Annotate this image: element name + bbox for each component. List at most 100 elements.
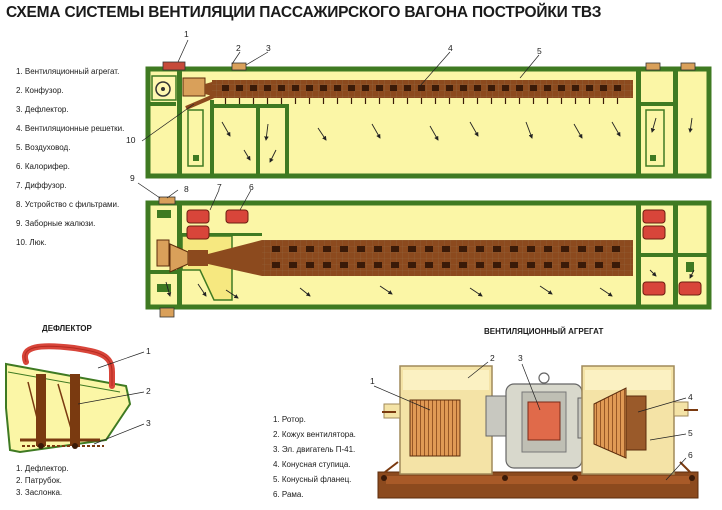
vent-grille [442, 262, 450, 268]
legend-item: 6. Калорифер. [16, 162, 70, 171]
airflow-arrow [221, 121, 231, 137]
airflow-arrow [611, 121, 621, 137]
vent-grille [614, 85, 621, 91]
vent-grille [442, 246, 450, 252]
vent-grille [306, 246, 314, 252]
vent-grille [527, 262, 535, 268]
vent-grille [544, 262, 552, 268]
vent-grille [264, 85, 271, 91]
vent-grille [272, 246, 280, 252]
vent-grille [408, 262, 416, 268]
callout-label: 2 [146, 386, 151, 396]
vent-grille [348, 85, 355, 91]
vent-grille [425, 262, 433, 268]
callout-label: 6 [249, 182, 254, 192]
vent-grille [391, 262, 399, 268]
airflow-arrow [299, 287, 311, 297]
airflow-arrow [197, 283, 207, 297]
legend-item: 6. Рама. [273, 490, 304, 499]
vent-grille [476, 262, 484, 268]
callout-label: 2 [236, 43, 241, 53]
vent-grille [340, 246, 348, 252]
vent-grille [510, 246, 518, 252]
vent-grille [357, 262, 365, 268]
vent-grille [516, 85, 523, 91]
vent-grille [474, 85, 481, 91]
callout-label: 8 [184, 184, 189, 194]
legend-item: 1. Ротор. [273, 415, 306, 424]
vent-grille [612, 262, 620, 268]
fan-unit-callouts: 1 2 3 4 5 6 [370, 353, 693, 481]
callout-label: 3 [146, 418, 151, 428]
legend-item: 3. Эл. двигатель П-41. [273, 445, 356, 454]
airflow-arrow [539, 285, 553, 295]
callout-label: 3 [518, 353, 523, 363]
airflow-arrow [469, 287, 483, 297]
legend-item: 2. Конфузор. [16, 86, 64, 95]
vent-grille [527, 246, 535, 252]
legend-item: 4. Вентиляционные решетки. [16, 124, 125, 133]
vent-grille [340, 262, 348, 268]
vent-grille [250, 85, 257, 91]
vent-grille [561, 246, 569, 252]
callout-label: 1 [370, 376, 375, 386]
legend-item: 4. Конусная ступица. [273, 460, 351, 469]
vent-grille [390, 85, 397, 91]
vent-grille [572, 85, 579, 91]
airflow-arrow [269, 149, 277, 163]
car-section-top [145, 61, 712, 179]
vent-grille [292, 85, 299, 91]
callout-label: 6 [688, 450, 693, 460]
bottom-callouts: 9 8 7 6 [130, 173, 254, 211]
vent-grille [236, 85, 243, 91]
airflow-arrow [650, 117, 657, 133]
airflow-arrow [649, 269, 657, 277]
vent-grille [600, 85, 607, 91]
vent-grille [530, 85, 537, 91]
bottom-grilles [272, 246, 620, 268]
vent-grille [306, 85, 313, 91]
vent-grille [595, 262, 603, 268]
vent-grille [561, 262, 569, 268]
vent-grille [357, 246, 365, 252]
callout-label: 4 [688, 392, 693, 402]
legend-item: 9. Заборные жалюзи. [16, 219, 96, 228]
vent-grille [510, 262, 518, 268]
airflow-arrow [379, 285, 393, 295]
vent-grille [362, 85, 369, 91]
callout-label: 1 [184, 29, 189, 39]
vent-grille [289, 262, 297, 268]
fan-unit-title: ВЕНТИЛЯЦИОННЫЙ АГРЕГАТ [484, 327, 604, 336]
legend-item: 2. Кожух вентилятора. [273, 430, 356, 439]
vent-grille [558, 85, 565, 91]
vent-grille [544, 246, 552, 252]
airflow-arrow [371, 123, 381, 139]
vent-grille [459, 246, 467, 252]
vent-grille [323, 246, 331, 252]
vent-grille [374, 246, 382, 252]
callout-label: 3 [266, 43, 271, 53]
vent-grille [376, 85, 383, 91]
callout-label: 5 [688, 428, 693, 438]
legend-item: 1. Вентиляционный агрегат. [16, 67, 120, 76]
airflow-arrows [165, 117, 695, 299]
vent-grille [612, 246, 620, 252]
vent-grille [502, 85, 509, 91]
legend-item: 7. Диффузор. [16, 181, 67, 190]
airflow-arrow [573, 123, 583, 139]
deflector-callouts: 1 2 3 [77, 346, 151, 445]
vent-grille [459, 262, 467, 268]
airflow-arrow [225, 289, 239, 299]
airflow-arrow [525, 121, 533, 139]
callout-label: 1 [146, 346, 151, 356]
vent-grille [374, 262, 382, 268]
vent-grille [404, 85, 411, 91]
callout-label: 5 [537, 46, 542, 56]
airflow-arrow [599, 287, 613, 297]
callout-label: 10 [126, 135, 136, 145]
page-title: СХЕМА СИСТЕМЫ ВЕНТИЛЯЦИИ ПАССАЖИРСКОГО В… [6, 4, 602, 21]
vent-grille [488, 85, 495, 91]
vent-grille [493, 262, 501, 268]
airflow-arrow [689, 269, 695, 279]
